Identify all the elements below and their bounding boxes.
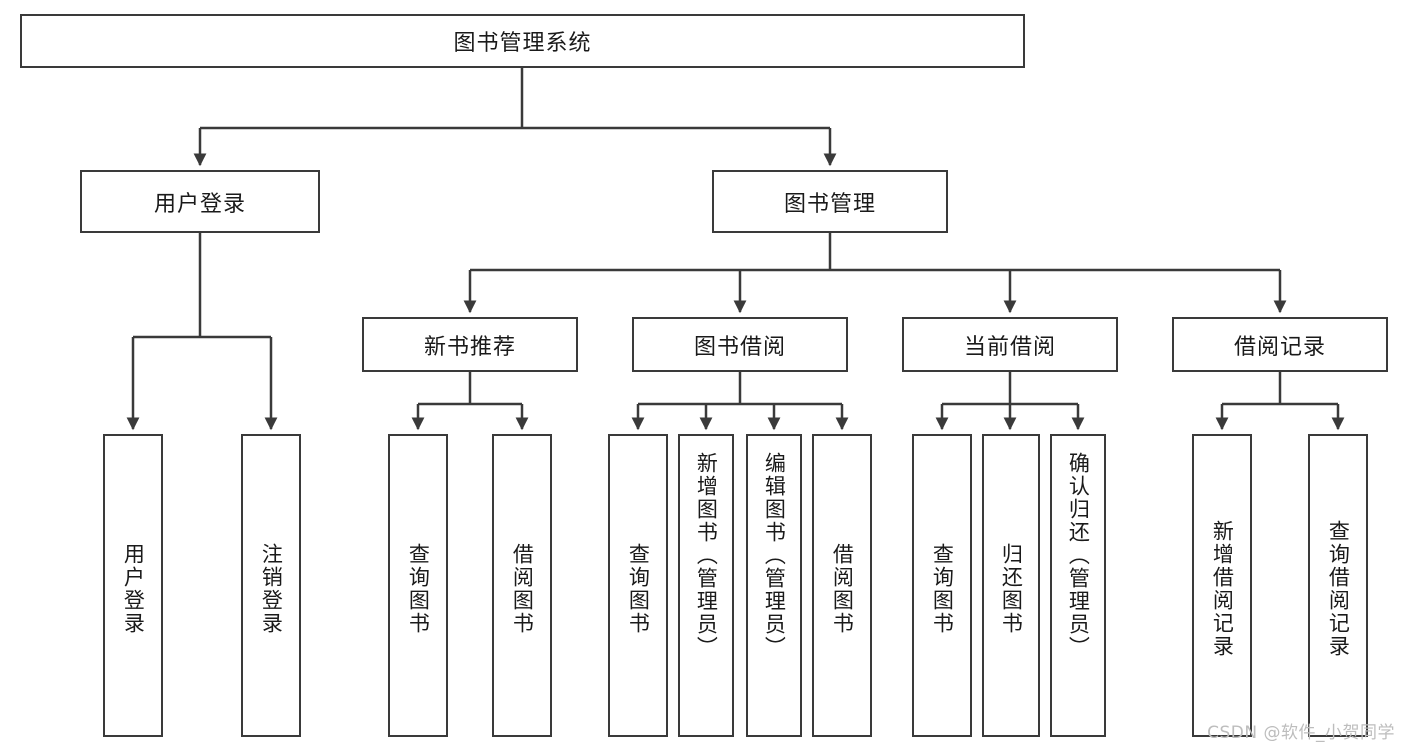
leaf-borrow-book-1[interactable]: 借阅图书 xyxy=(492,434,552,737)
leaf-query-book-3[interactable]: 查询图书 xyxy=(912,434,972,737)
leaf-query-borrow-record[interactable]: 查询借阅记录 xyxy=(1308,434,1368,737)
node-book-borrow[interactable]: 图书借阅 xyxy=(632,317,848,372)
node-label: 借阅记录 xyxy=(1233,334,1326,360)
leaf-label: 查询图书 xyxy=(930,542,955,635)
leaf-label: 借阅图书 xyxy=(830,542,855,635)
node-book-management-system[interactable]: 图书管理系统 xyxy=(20,14,1025,68)
node-label: 当前借阅 xyxy=(963,334,1056,360)
leaf-edit-book-admin[interactable]: 编辑图书（管理员） xyxy=(746,434,802,737)
leaf-label: 查询图书 xyxy=(626,542,651,635)
leaf-query-book-1[interactable]: 查询图书 xyxy=(388,434,448,737)
node-label: 新书推荐 xyxy=(423,334,516,360)
leaf-label: 归还图书 xyxy=(999,542,1024,635)
node-user-login[interactable]: 用户登录 xyxy=(80,170,320,233)
leaf-label: 查询图书 xyxy=(406,542,431,635)
leaf-add-borrow-record[interactable]: 新增借阅记录 xyxy=(1192,434,1252,737)
node-label: 图书借阅 xyxy=(693,334,786,360)
leaf-user-login[interactable]: 用户登录 xyxy=(103,434,163,737)
leaf-label: 确认归还（管理员） xyxy=(1066,452,1091,659)
node-borrow-record[interactable]: 借阅记录 xyxy=(1172,317,1388,372)
node-label: 图书管理系统 xyxy=(453,31,592,56)
node-book-manage[interactable]: 图书管理 xyxy=(712,170,948,233)
leaf-return-book[interactable]: 归还图书 xyxy=(982,434,1040,737)
node-label: 用户登录 xyxy=(153,191,246,217)
leaf-borrow-book-2[interactable]: 借阅图书 xyxy=(812,434,872,737)
leaf-label: 用户登录 xyxy=(121,542,146,635)
leaf-label: 查询借阅记录 xyxy=(1326,519,1351,658)
leaf-add-book-admin[interactable]: 新增图书（管理员） xyxy=(678,434,734,737)
node-label: 图书管理 xyxy=(783,191,876,217)
leaf-label: 注销登录 xyxy=(259,542,284,635)
leaf-label: 借阅图书 xyxy=(510,542,535,635)
node-new-book-recommend[interactable]: 新书推荐 xyxy=(362,317,578,372)
leaf-label: 编辑图书（管理员） xyxy=(762,452,787,659)
leaf-label: 新增借阅记录 xyxy=(1210,519,1235,658)
leaf-logout-login[interactable]: 注销登录 xyxy=(241,434,301,737)
node-current-borrow[interactable]: 当前借阅 xyxy=(902,317,1118,372)
leaf-confirm-return[interactable]: 确认归还（管理员） xyxy=(1050,434,1106,737)
leaf-label: 新增图书（管理员） xyxy=(694,452,719,659)
leaf-query-book-2[interactable]: 查询图书 xyxy=(608,434,668,737)
